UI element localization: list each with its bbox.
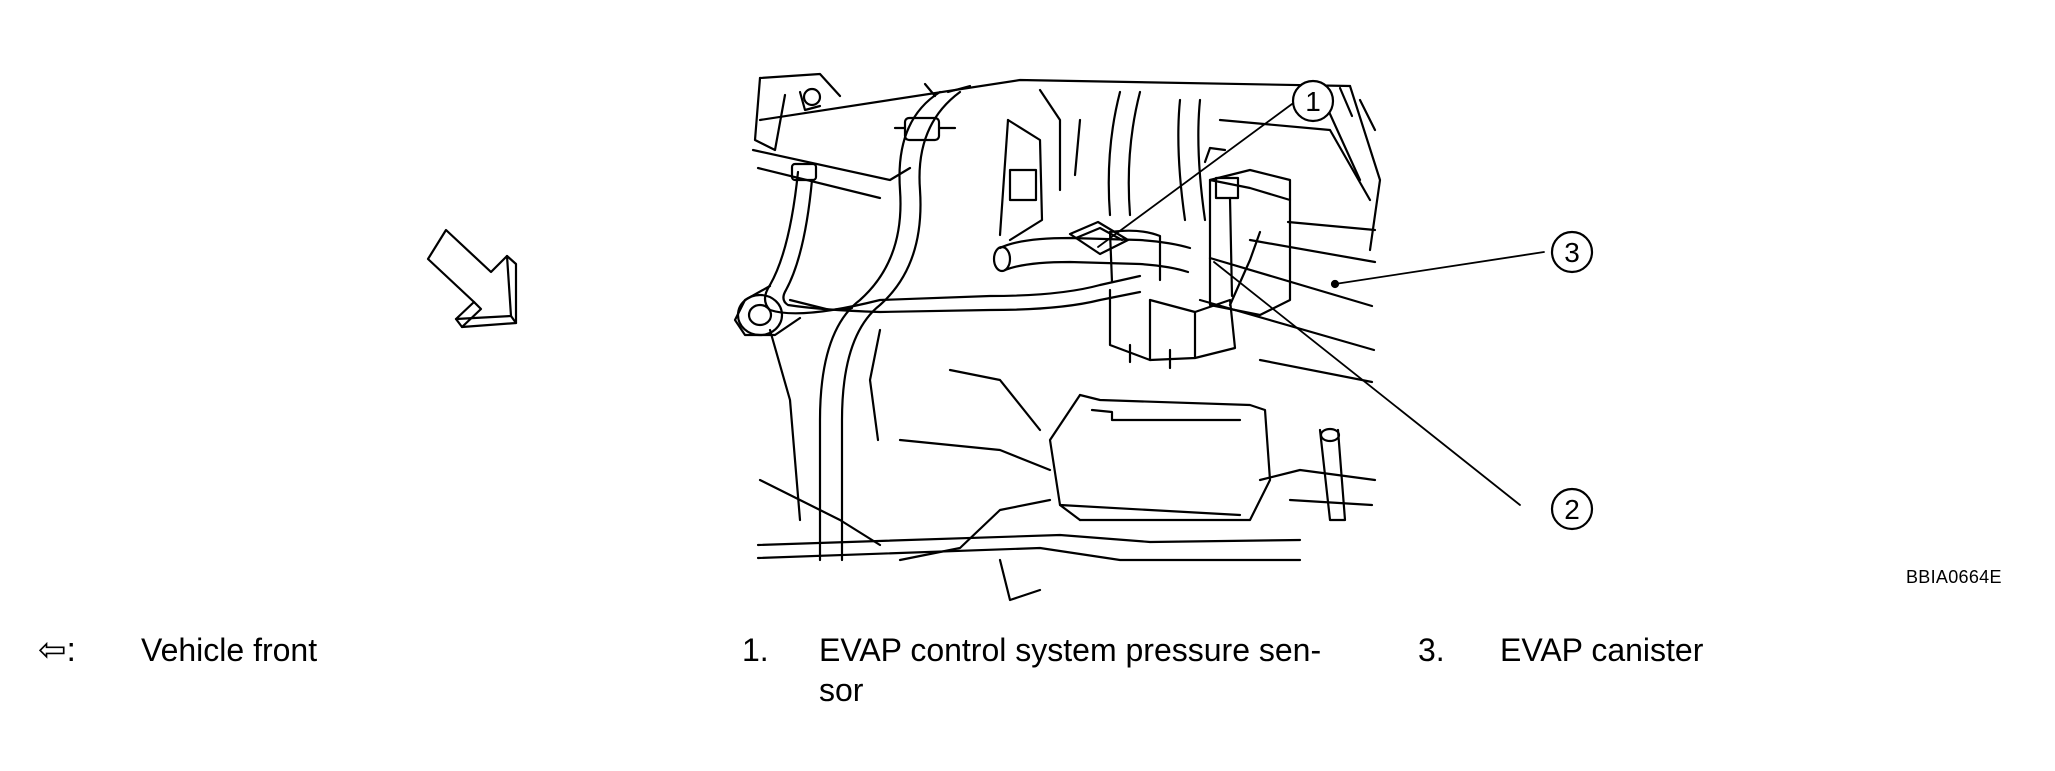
callout-3: 3: [1550, 230, 1594, 274]
callout-1: 1: [1291, 79, 1335, 123]
vehicle-front-arrow-icon: [426, 228, 518, 329]
legend-item-1-number: 1.: [742, 632, 769, 668]
legend-item-3-number: 3.: [1418, 632, 1445, 668]
front-arrow-icon: ⇦:: [38, 631, 76, 669]
svg-text:3: 3: [1564, 237, 1580, 268]
figure-code: BBIA0664E: [1906, 567, 2002, 587]
svg-text:2: 2: [1564, 494, 1580, 525]
legend-item-1-text-cont: sor: [819, 672, 864, 708]
engine-bay-drawing: [733, 72, 1382, 602]
callout-2: 2: [1550, 487, 1594, 531]
legend-item-1-text: EVAP control system pressure sen-: [819, 632, 1322, 668]
callout-leaders: [1097, 103, 1545, 506]
svg-text:1: 1: [1305, 86, 1321, 117]
legend-item-3-text: EVAP canister: [1500, 632, 1704, 668]
legend-vehicle-front: Vehicle front: [141, 632, 318, 668]
